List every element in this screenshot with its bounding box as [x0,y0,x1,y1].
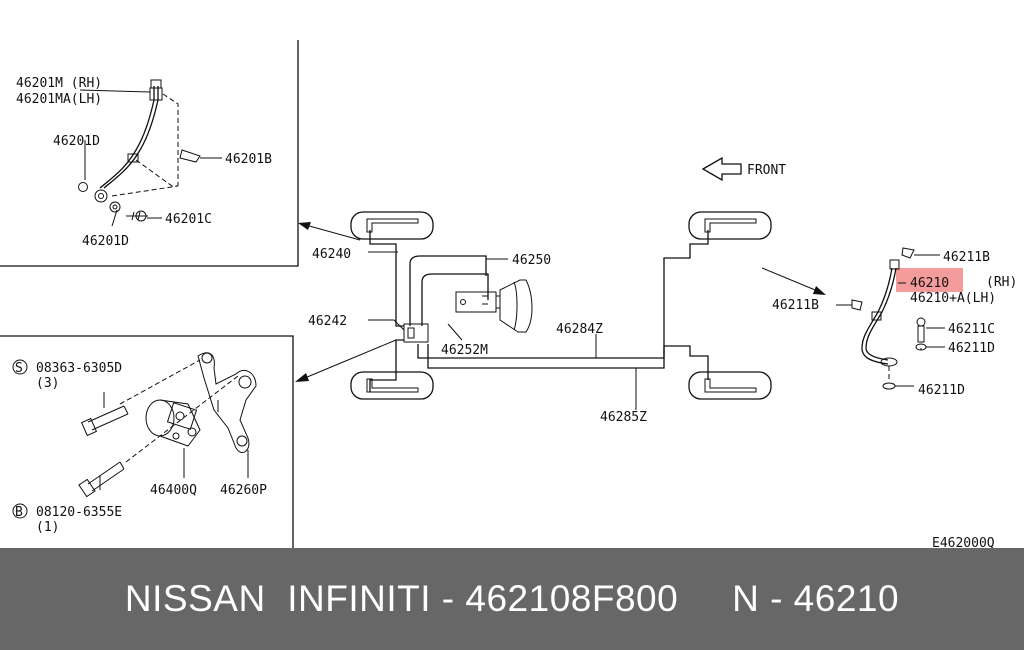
label-46201d-bottom: 46201D [82,234,129,249]
valve-bracket [197,352,257,453]
label-46211c: 46211C [948,322,995,337]
front-brake-hose [99,86,155,189]
screw-s-symbol [12,359,28,375]
label-46211b-left: 46211B [772,298,819,313]
label-46400q: 46400Q [150,483,197,498]
junction-block [403,323,429,343]
label-46211b-top: 46211B [943,250,990,265]
label-46201m: 46201M (RH) [16,76,102,91]
label-s-qty: (3) [36,376,59,391]
parts-diagram: 46201M (RH) 46201MA(LH) 46201D 46201B 46… [0,40,1017,548]
label-46201c: 46201C [165,212,212,227]
label-46284z: 46284Z [556,322,603,337]
label-46201ma: 46201MA(LH) [16,92,102,107]
label-46201b: 46201B [225,152,272,167]
label-08120-6355e: 08120-6355E [36,505,122,520]
label-46250: 46250 [512,253,551,268]
label-46210-rh: (RH) [986,275,1017,290]
label-46211d-a: 46211D [948,341,995,356]
label-46252m: 46252M [441,343,488,358]
highlight-46210 [896,268,963,292]
label-front: FRONT [747,163,786,178]
brake-booster [499,279,533,333]
detail-rear-hose: 46211B 46210 (RH) 46210+A(LH) 46211B 462… [772,247,1017,398]
part-number-text: NISSAN INFINITI - 462108F800 N - 46210 [124,578,900,619]
front-direction: FRONT [701,156,786,182]
label-46211d-b: 46211D [918,383,965,398]
wheel-rear-left [350,371,434,400]
rear-brake-hose [861,267,893,365]
label-46210a: 46210+A(LH) [910,291,996,306]
wheel-front-left [350,211,434,240]
label-08363-6305d: 08363-6305D [36,361,122,376]
part-number-banner: NISSAN INFINITI - 462108F800 N - 46210 [0,548,1024,650]
label-46285z: 46285Z [600,410,647,425]
wheel-rear-right [688,371,772,400]
master-cylinder [455,291,497,313]
label-46240: 46240 [312,247,351,262]
label-46210: 46210 [910,276,949,291]
s-mark: S [15,361,23,376]
diagram-reference-code: E462000Q [932,536,995,548]
bolt-b-symbol [12,503,28,519]
label-b-qty: (1) [36,520,59,535]
label-46242: 46242 [308,314,347,329]
label-46201d-top: 46201D [53,134,100,149]
vehicle-layout: 46240 46250 46242 46252M 46284Z 46285Z [295,211,826,425]
front-arrow-icon [701,156,742,182]
wheel-front-right [688,211,772,240]
label-46260p: 46260P [220,483,267,498]
inset-front-hose: 46201M (RH) 46201MA(LH) 46201D 46201B 46… [0,40,299,267]
b-mark: B [15,505,23,520]
inset-control-valve: S 08363-6305D (3) B 08120-6355E (1) 4640… [0,335,294,548]
